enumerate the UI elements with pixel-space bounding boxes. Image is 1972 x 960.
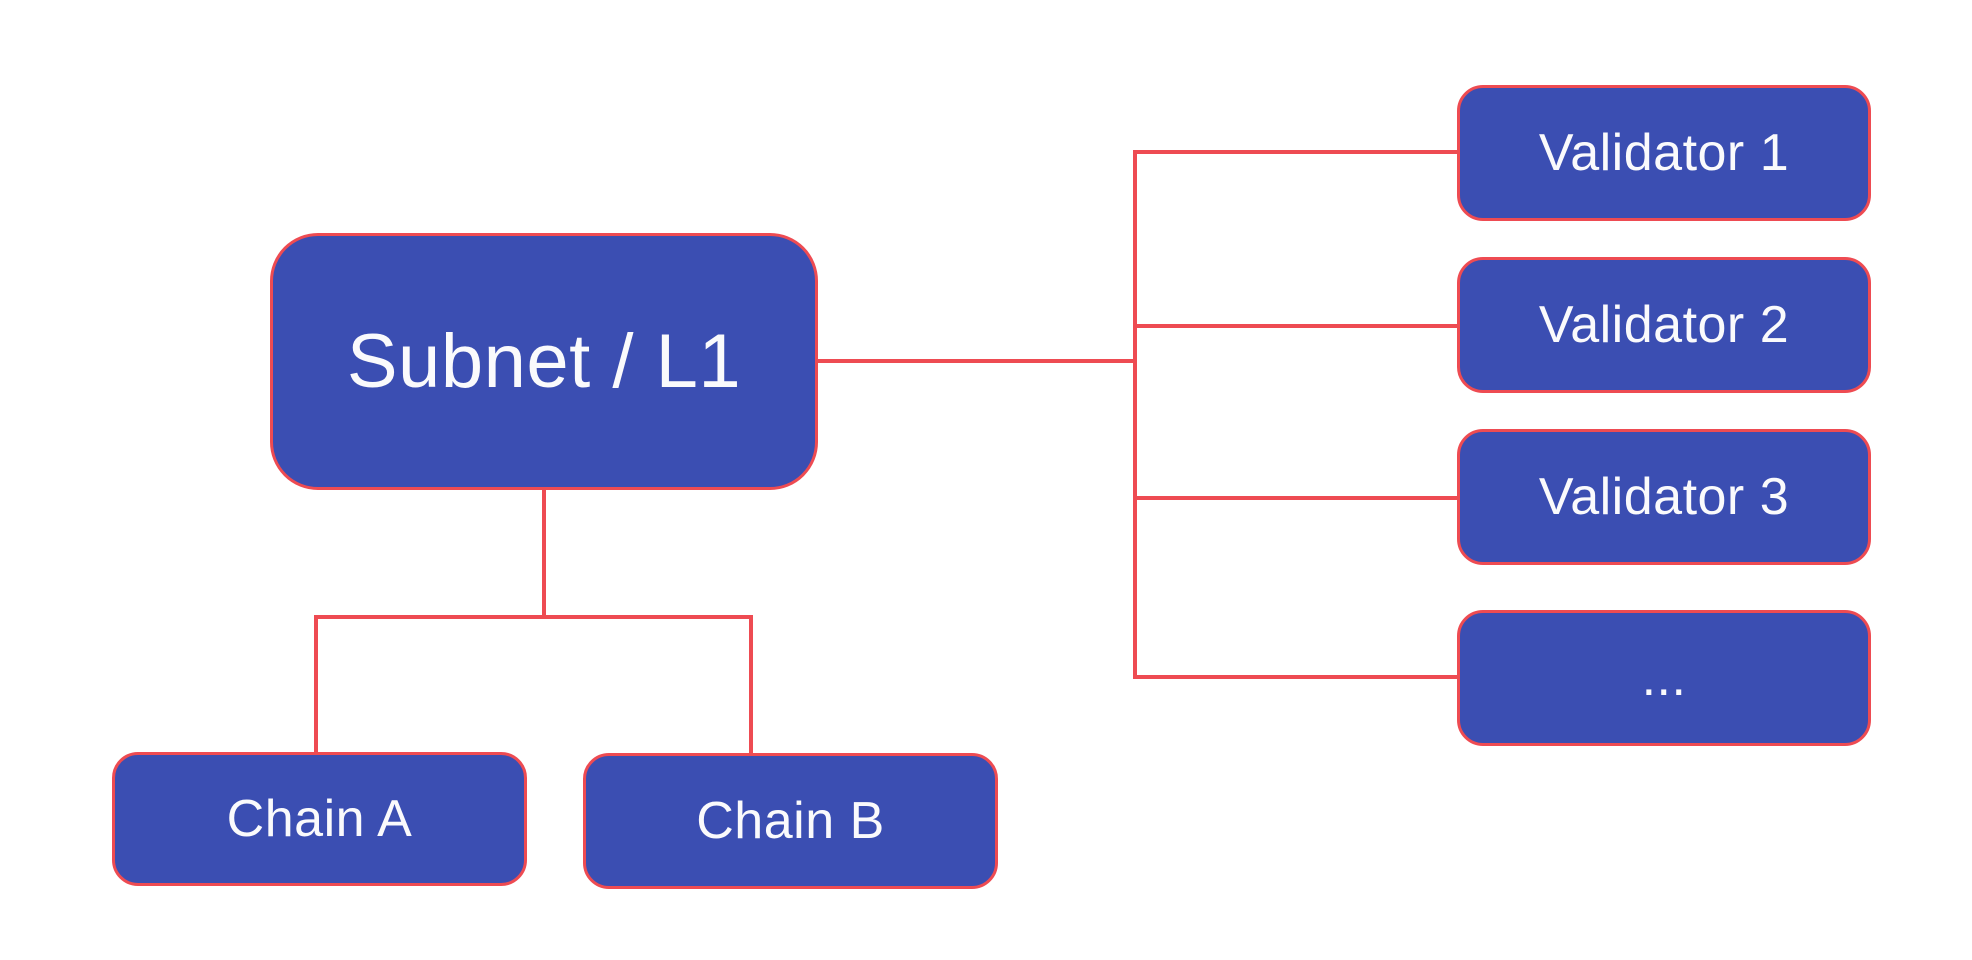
node-chain-b-label: Chain B (696, 792, 885, 850)
node-subnet-l1: Subnet / L1 (270, 233, 818, 490)
node-subnet-l1-label: Subnet / L1 (346, 318, 742, 404)
node-validator-2: Validator 2 (1457, 257, 1871, 393)
node-validator-3: Validator 3 (1457, 429, 1871, 565)
node-chain-a: Chain A (112, 752, 527, 886)
node-validator-1: Validator 1 (1457, 85, 1871, 221)
edge-chains-bracket (314, 615, 753, 753)
node-chain-a-label: Chain A (226, 790, 413, 848)
node-validator-1-label: Validator 1 (1538, 124, 1790, 182)
node-validator-more-label: ... (1641, 649, 1687, 707)
node-validator-more: ... (1457, 610, 1871, 746)
node-chain-b: Chain B (583, 753, 998, 889)
node-validator-2-label: Validator 2 (1538, 296, 1790, 354)
node-validator-3-label: Validator 3 (1538, 468, 1790, 526)
